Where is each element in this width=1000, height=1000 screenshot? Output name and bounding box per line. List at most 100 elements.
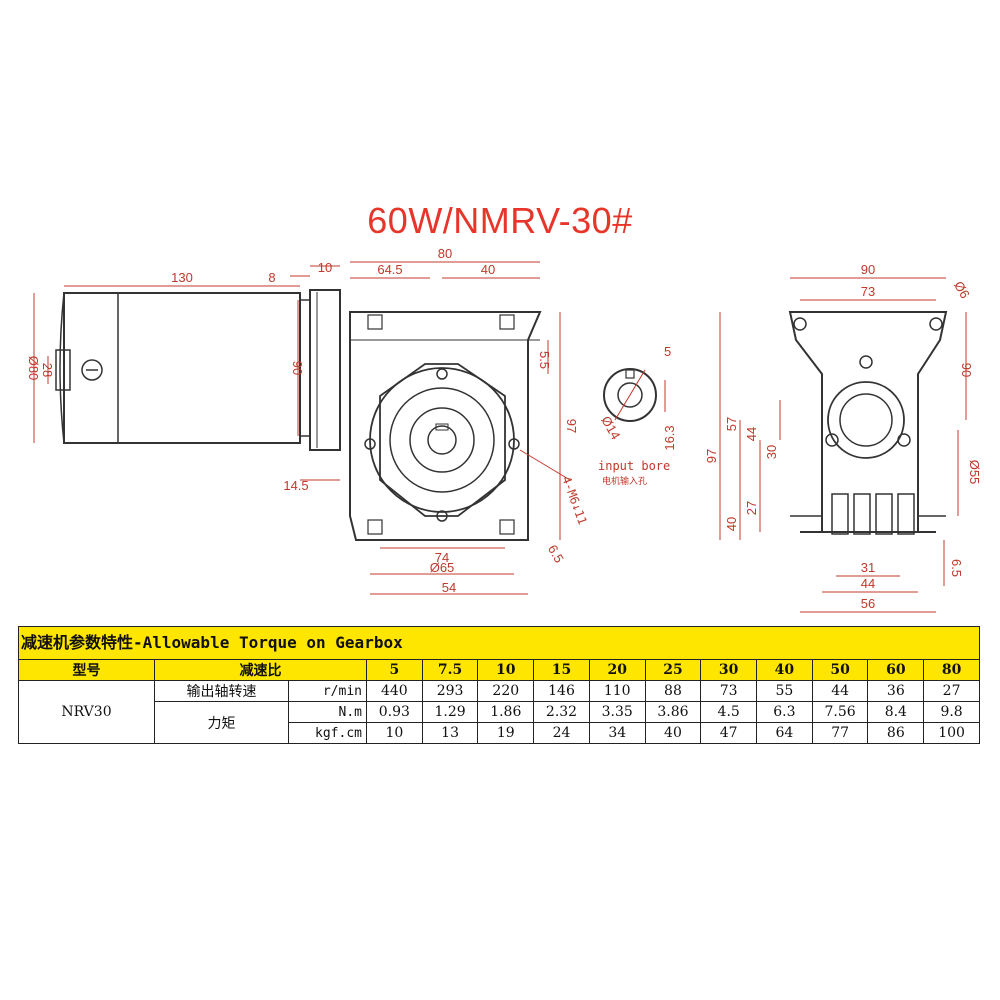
ratio-cell: 60: [867, 659, 925, 681]
bore-diameter: Ø14: [598, 413, 623, 442]
value-cell: 2.32: [533, 701, 590, 723]
value-cell: 8.4: [867, 701, 925, 723]
header-row: 型号 减速比 5 7.5 10 15 20 25 30 40 50 60 80: [18, 659, 980, 681]
value-cell: 64: [756, 722, 813, 744]
bore-16-3: 16.3: [662, 425, 677, 450]
dim-r44-bottom: 44: [861, 576, 875, 591]
torque-table: 减速机参数特性-Allowable Torque on Gearbox 型号 减…: [18, 626, 980, 744]
torque-grid: 型号 减速比 5 7.5 10 15 20 25 30 40 50 60 80 …: [18, 659, 980, 744]
dim-r30: 30: [764, 445, 779, 459]
dim-54: 54: [442, 580, 456, 595]
dimension-lines: [33, 261, 967, 613]
ratio-cell: 15: [533, 659, 590, 681]
value-cell: 13: [421, 722, 479, 744]
ratio-cell: 10: [477, 659, 535, 681]
dim-phi80: Ø80: [26, 356, 41, 381]
ratio-cell: 20: [588, 659, 646, 681]
unit-cell: N.m: [288, 701, 367, 723]
value-cell: 7.56: [811, 701, 869, 723]
dim-phi65: Ø65: [430, 560, 455, 575]
ratio-cell: 80: [923, 659, 980, 681]
dim-6-5-mid: 6.5: [545, 542, 567, 565]
value-cell: 24: [533, 722, 590, 744]
dim-r27: 27: [744, 501, 759, 515]
diagram-title: 60W/NMRV-30#: [367, 200, 633, 241]
motor-body: [59, 289, 341, 451]
technical-drawing: 130 8 10 80 64.5 40 Ø80 28 90 14.5 5.5 9…: [26, 246, 982, 613]
dim-r31: 31: [861, 560, 875, 575]
dim-r40: 40: [724, 517, 739, 531]
table-row: kgf.cm 10 13 19 24 34 40 47 64 77 86 100: [19, 722, 980, 744]
value-cell: 55: [756, 680, 813, 702]
dim-r56: 56: [861, 596, 875, 611]
value-cell: 3.35: [588, 701, 646, 723]
value-cell: 47: [700, 722, 758, 744]
value-cell: 27: [923, 680, 980, 702]
table-row: 力矩 N.m 0.93 1.29 1.86 2.32 3.35 3.86 4.5…: [19, 701, 980, 744]
speed-label: 输出轴转速: [154, 680, 289, 702]
value-cell: 293: [421, 680, 479, 702]
bore-keyway-width: 5: [664, 344, 671, 359]
unit-cell: r/min: [288, 680, 367, 702]
dim-97-mid: 97: [564, 419, 579, 433]
unit-cell: kgf.cm: [288, 722, 367, 744]
dim-64-5: 64.5: [377, 262, 402, 277]
dim-r6-5: 6.5: [949, 559, 964, 577]
value-cell: 88: [644, 680, 702, 702]
header-model: 型号: [18, 659, 155, 681]
value-cell: 100: [923, 722, 980, 744]
model-cell: NRV30: [18, 680, 155, 744]
tap-callout: 4-M6↓11: [559, 474, 589, 526]
value-cell: 220: [477, 680, 535, 702]
dim-r73: 73: [861, 284, 875, 299]
ratio-cell: 5: [366, 659, 423, 681]
ratio-cell: 25: [644, 659, 702, 681]
dim-r57: 57: [724, 417, 739, 431]
dim-r90-top: 90: [861, 262, 875, 277]
dim-r97: 97: [704, 449, 719, 463]
dim-40-top: 40: [481, 262, 495, 277]
value-cell: 0.93: [366, 701, 423, 723]
gearbox-front: [349, 311, 542, 541]
value-cell: 1.86: [477, 701, 535, 723]
value-cell: 36: [867, 680, 925, 702]
value-cell: 34: [588, 722, 646, 744]
ratio-cell: 50: [811, 659, 869, 681]
value-cell: 86: [867, 722, 925, 744]
ratio-cell: 30: [700, 659, 758, 681]
dim-motor-length: 130: [171, 270, 193, 285]
value-cell: 40: [644, 722, 702, 744]
value-cell: 146: [533, 680, 590, 702]
value-cell: 3.86: [644, 701, 702, 723]
input-bore: [603, 368, 657, 422]
table-title: 减速机参数特性-Allowable Torque on Gearbox: [18, 626, 980, 659]
value-cell: 6.3: [756, 701, 813, 723]
value-cell: 73: [700, 680, 758, 702]
value-cell: 110: [588, 680, 646, 702]
bore-note-en: input bore: [598, 459, 670, 473]
bore-note-cn: 电机输入孔: [602, 475, 647, 487]
dim-28: 28: [40, 363, 55, 377]
value-cell: 77: [811, 722, 869, 744]
dim-90-left: 90: [290, 361, 305, 375]
value-cell: 440: [366, 680, 423, 702]
torque-label: 力矩: [154, 701, 289, 744]
header-ratio: 减速比: [154, 659, 367, 681]
value-cell: 10: [366, 722, 423, 744]
value-cell: 19: [477, 722, 535, 744]
dim-8: 8: [268, 270, 275, 285]
dim-r90-side: 90: [959, 363, 974, 377]
dim-r-phi55: Ø55: [967, 460, 982, 485]
table-row: NRV30 输出轴转速 r/min 440 293 220 146 110 88…: [18, 680, 980, 744]
value-cell: 1.29: [421, 701, 479, 723]
dim-r-phi6: Ø6: [951, 278, 973, 301]
value-cell: 9.8: [923, 701, 980, 723]
dim-14-5: 14.5: [283, 478, 308, 493]
dim-10: 10: [318, 260, 332, 275]
dim-r44: 44: [744, 427, 759, 441]
value-cell: 4.5: [700, 701, 758, 723]
ratio-cell: 40: [756, 659, 813, 681]
dim-5-5: 5.5: [537, 351, 552, 369]
terminal-box: [55, 349, 103, 391]
gearbox-side: [788, 311, 948, 535]
